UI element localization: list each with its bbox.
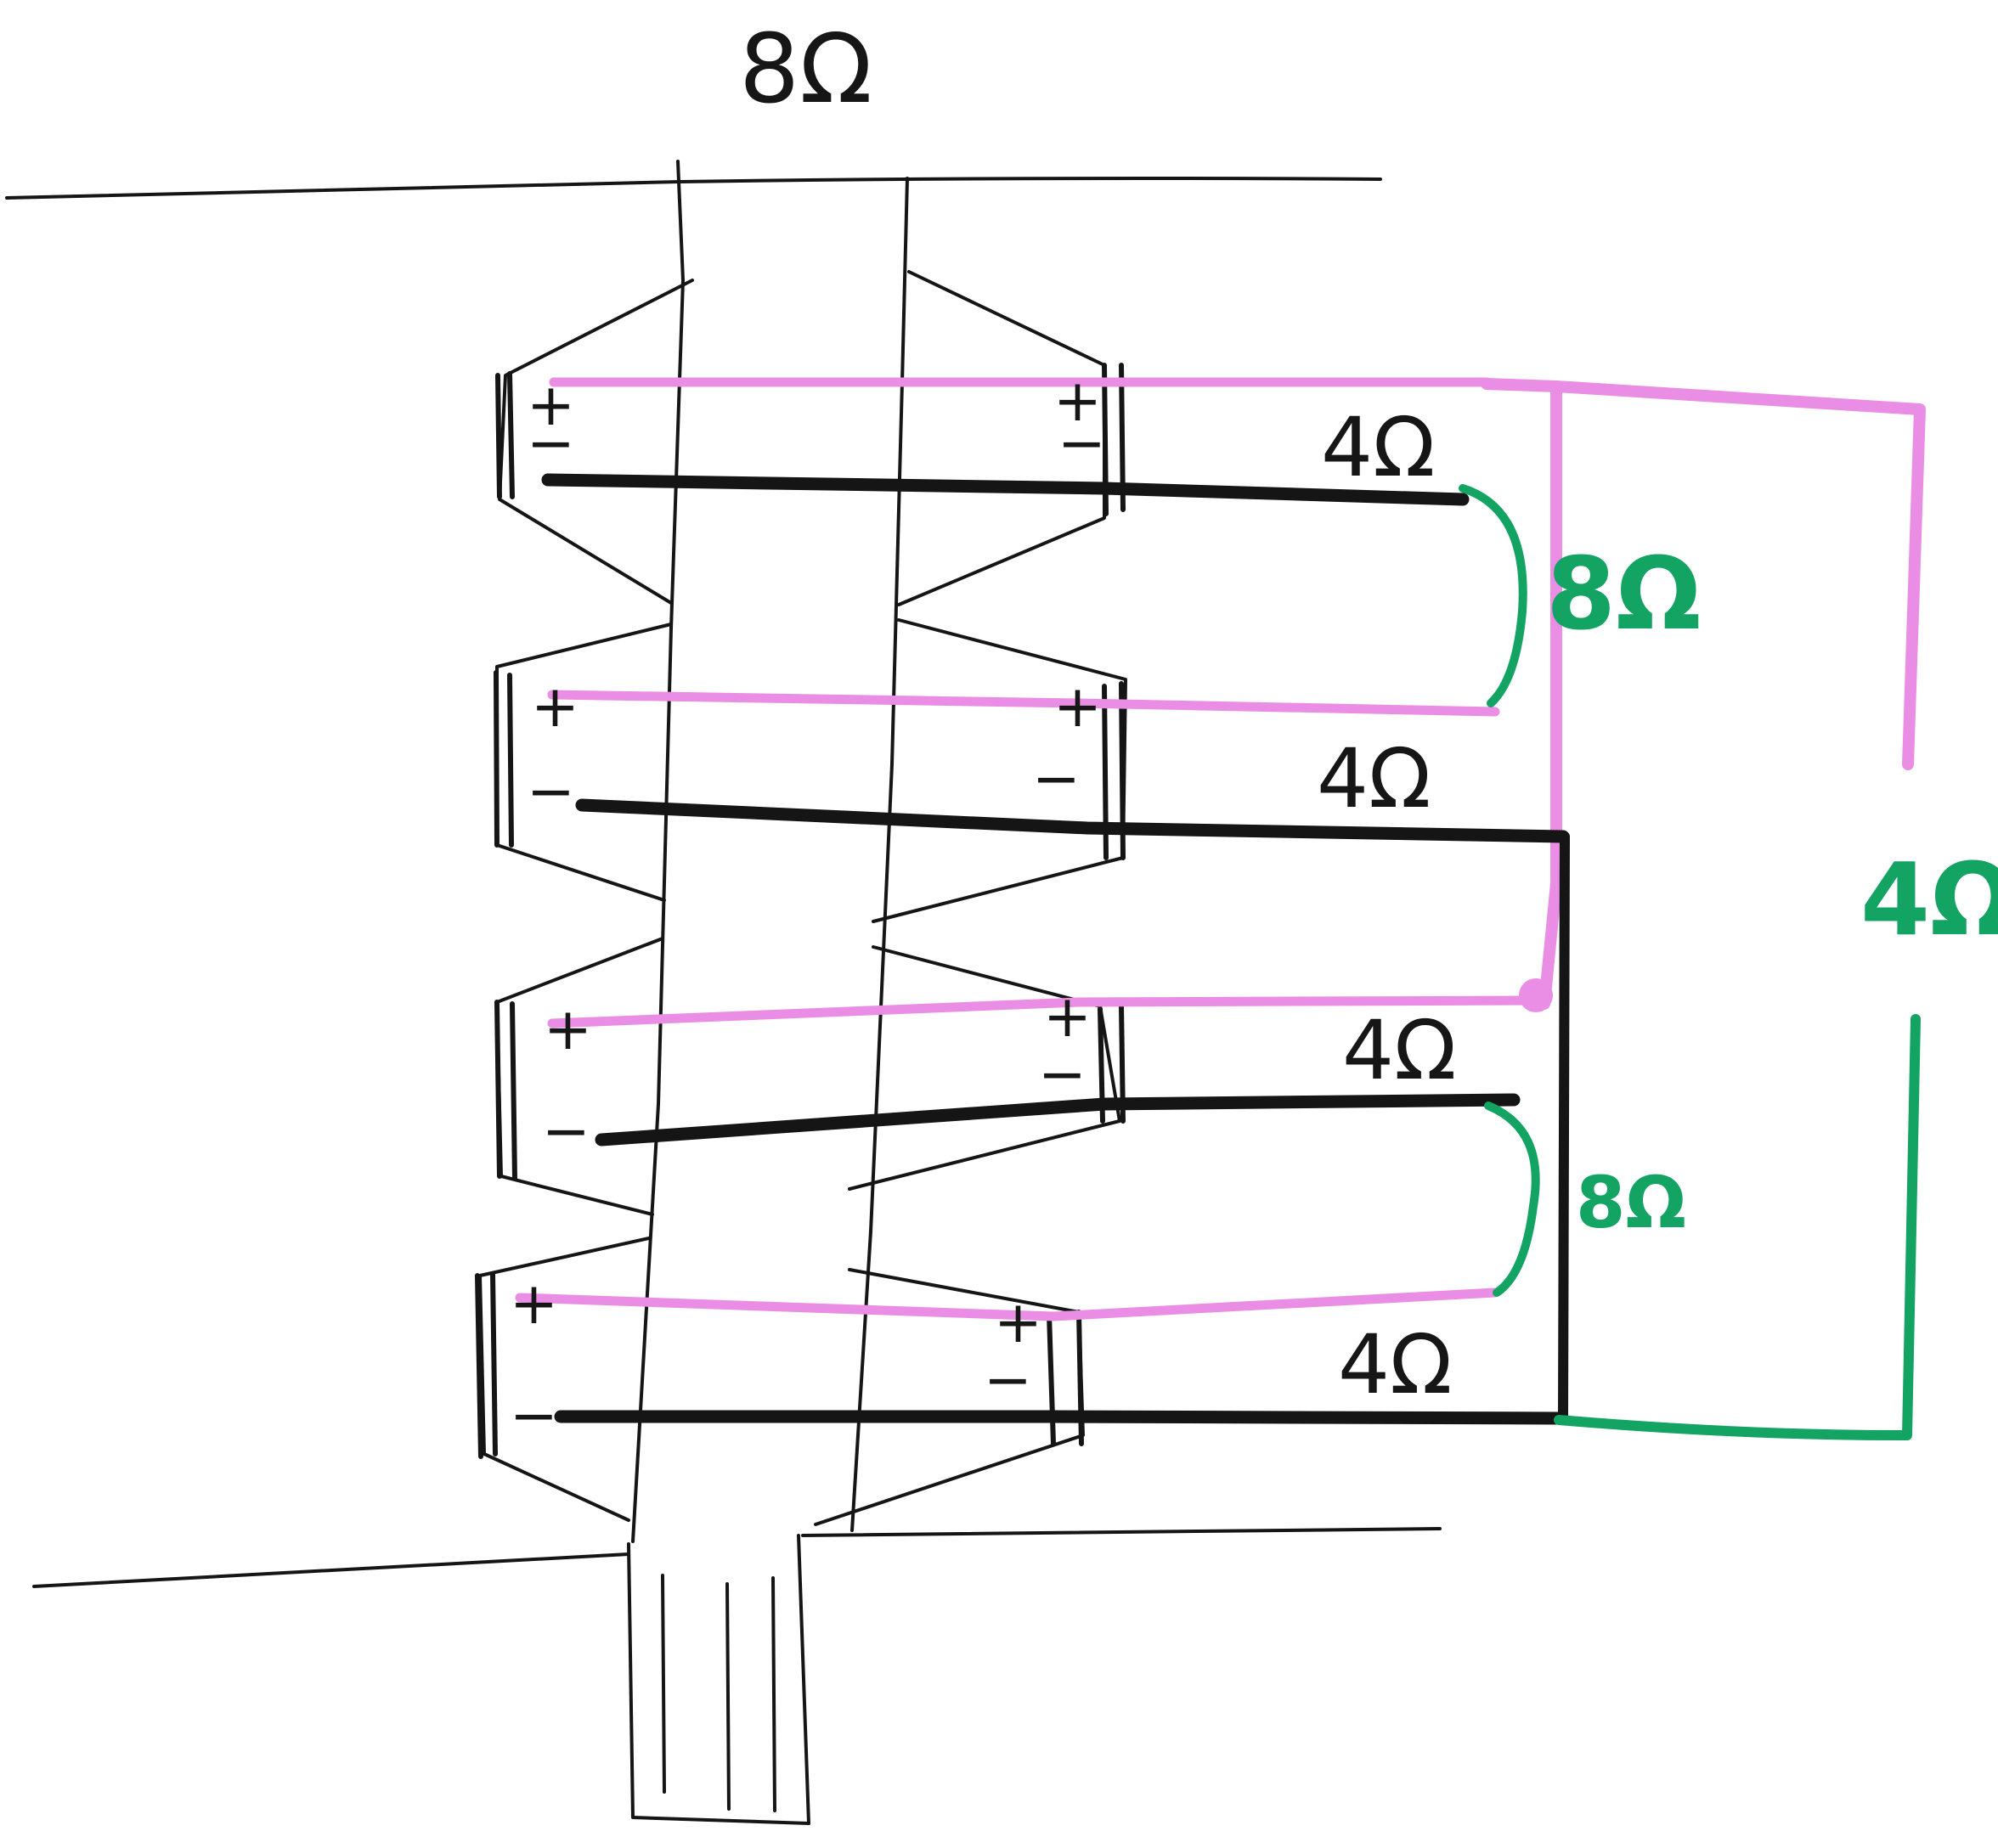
pair-2-bracket (1484, 1101, 1540, 1297)
coil-1-plus-left: + (527, 372, 575, 439)
coil-4-negative-wire (554, 1410, 1566, 1425)
coil-1-left-terminal (495, 371, 515, 499)
parallel-total-bracket (1554, 1014, 1921, 1440)
coil-1-impedance-label: 4Ω (1321, 400, 1435, 495)
black-bus-vertical (1558, 831, 1570, 1423)
pair-1-bracket (1459, 484, 1527, 707)
coil-2-plus-right: + (1053, 673, 1102, 741)
coil-2-left-terminal (494, 670, 514, 848)
speaker-body (5, 160, 1442, 1825)
coil-2-impedance-label: 4Ω (1317, 731, 1431, 826)
green-annotations (1459, 484, 1921, 1440)
top-plate-line (5, 177, 1382, 200)
voice-coil-former (627, 1534, 810, 1825)
coil-3-minus-left: − (542, 1098, 590, 1165)
coil-2-minus-right: − (1032, 746, 1081, 813)
pole-piece-left (631, 160, 685, 1543)
coil-3-left-terminal (494, 1000, 517, 1181)
coil-3-positive-wire (547, 995, 1538, 1028)
bottom-plate-line-left (32, 1552, 630, 1588)
pink-junction-dot (1519, 978, 1553, 1012)
pair-1-series-label: 8Ω (1546, 535, 1701, 652)
coil-4-impedance-label: 4Ω (1338, 1317, 1452, 1412)
coil-4-left-terminal (475, 1271, 498, 1459)
terminal-boxes (475, 363, 1126, 1459)
top-impedance-label: 8Ω (739, 14, 872, 125)
coil-4-plus-left: + (510, 1270, 558, 1338)
parallel-total-label: 4Ω (1860, 841, 1998, 958)
coil-4-minus-left: − (510, 1383, 558, 1450)
pink-bus-top (1481, 378, 1926, 770)
coil-2-plus-left: + (531, 673, 579, 741)
coil-2-positive-wire (547, 690, 1500, 717)
coil-2-negative-wire (575, 798, 1570, 843)
pink-bus-vertical (1538, 380, 1562, 1010)
coil-1-negative-wire (541, 473, 1470, 506)
coil-4-positive-wire (515, 1287, 1500, 1321)
positive-wires (515, 377, 1926, 1321)
pole-piece-right (850, 177, 909, 1532)
coil-3-negative-wire (595, 1093, 1521, 1147)
coil-4-right-terminal (1047, 1310, 1084, 1446)
pair-2-series-label: 8Ω (1576, 1161, 1686, 1244)
coil-3-plus-left: + (544, 996, 592, 1063)
coil-3-minus-right: − (1038, 1041, 1086, 1108)
bottom-plate-line-right (801, 1527, 1442, 1537)
negative-wires (541, 473, 1570, 1425)
coil-3-impedance-label: 4Ω (1342, 1003, 1456, 1098)
coil-4-minus-right: − (984, 1347, 1032, 1414)
coil-4-plus-right: + (994, 1289, 1042, 1356)
coil-1-minus-left: − (527, 410, 575, 477)
coil-1-plus-right: + (1053, 368, 1102, 435)
coil-3-plus-right: + (1043, 983, 1092, 1051)
coil-1-minus-right: − (1058, 410, 1106, 477)
coil-2-minus-left: − (527, 758, 575, 825)
